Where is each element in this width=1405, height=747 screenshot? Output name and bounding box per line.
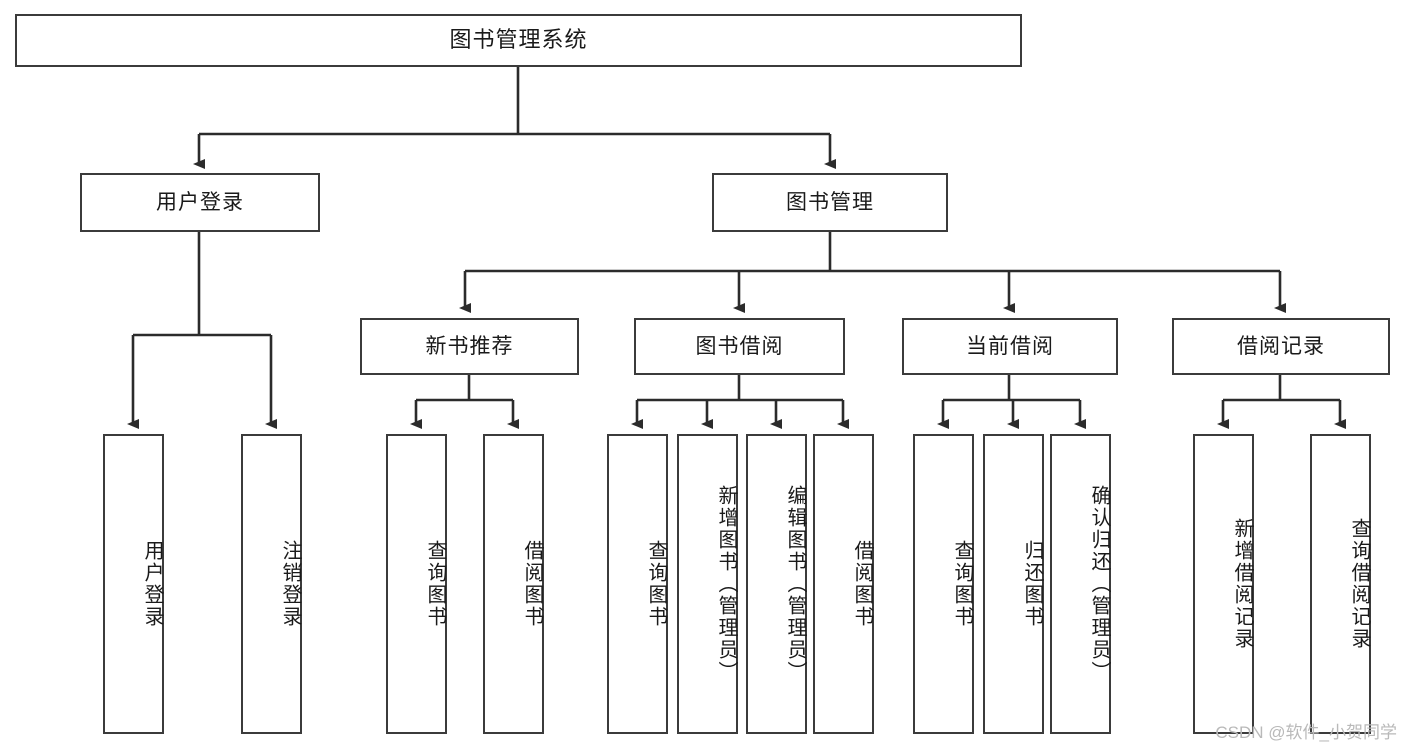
leaf-nb-query-book[interactable]: 查询图书 xyxy=(386,434,447,734)
leaf-bb-edit-book[interactable]: 编辑图书（管理员） xyxy=(746,434,807,734)
leaf-bb-borrow-book-label: 借阅图书 xyxy=(851,540,873,628)
node-root[interactable]: 图书管理系统 xyxy=(15,14,1022,67)
node-new-book-recommend[interactable]: 新书推荐 xyxy=(360,318,579,375)
node-current-borrow-label: 当前借阅 xyxy=(966,334,1054,358)
node-user-login-label: 用户登录 xyxy=(156,190,244,214)
node-user-login[interactable]: 用户登录 xyxy=(80,173,320,232)
node-current-borrow[interactable]: 当前借阅 xyxy=(902,318,1118,375)
node-new-book-recommend-label: 新书推荐 xyxy=(425,334,514,358)
node-root-label: 图书管理系统 xyxy=(449,27,588,53)
node-borrow-record-label: 借阅记录 xyxy=(1237,334,1325,358)
leaf-br-query-record-label: 查询借阅记录 xyxy=(1348,518,1370,650)
csdn-watermark: CSDN @软件_小贺同学 xyxy=(1215,723,1397,742)
leaf-cb-query-book[interactable]: 查询图书 xyxy=(913,434,974,734)
leaf-br-query-record[interactable]: 查询借阅记录 xyxy=(1310,434,1371,734)
leaf-user-login[interactable]: 用户登录 xyxy=(103,434,164,734)
leaf-br-add-record-label: 新增借阅记录 xyxy=(1231,518,1253,650)
leaf-bb-query-book[interactable]: 查询图书 xyxy=(607,434,668,734)
leaf-nb-borrow-book-label: 借阅图书 xyxy=(521,540,543,628)
leaf-bb-query-book-label: 查询图书 xyxy=(645,540,667,628)
leaf-cb-confirm-return[interactable]: 确认归还（管理员） xyxy=(1050,434,1111,734)
leaf-cb-return-book[interactable]: 归还图书 xyxy=(983,434,1044,734)
leaf-br-add-record[interactable]: 新增借阅记录 xyxy=(1193,434,1254,734)
leaf-cb-query-book-label: 查询图书 xyxy=(951,540,973,628)
node-book-management-label: 图书管理 xyxy=(786,190,874,214)
node-book-management[interactable]: 图书管理 xyxy=(712,173,948,232)
leaf-nb-borrow-book[interactable]: 借阅图书 xyxy=(483,434,544,734)
leaf-nb-query-book-label: 查询图书 xyxy=(424,540,446,628)
leaf-bb-edit-book-label: 编辑图书（管理员） xyxy=(784,485,806,683)
node-book-borrow-label: 图书借阅 xyxy=(695,334,784,358)
leaf-logout-label: 注销登录 xyxy=(279,540,301,628)
leaf-cb-return-book-label: 归还图书 xyxy=(1021,540,1043,628)
node-book-borrow[interactable]: 图书借阅 xyxy=(634,318,845,375)
leaf-bb-add-book[interactable]: 新增图书（管理员） xyxy=(677,434,738,734)
leaf-bb-borrow-book[interactable]: 借阅图书 xyxy=(813,434,874,734)
leaf-cb-confirm-return-label: 确认归还（管理员） xyxy=(1088,485,1110,683)
node-borrow-record[interactable]: 借阅记录 xyxy=(1172,318,1390,375)
leaf-user-login-label: 用户登录 xyxy=(141,540,163,628)
leaf-bb-add-book-label: 新增图书（管理员） xyxy=(715,485,737,683)
leaf-logout[interactable]: 注销登录 xyxy=(241,434,302,734)
